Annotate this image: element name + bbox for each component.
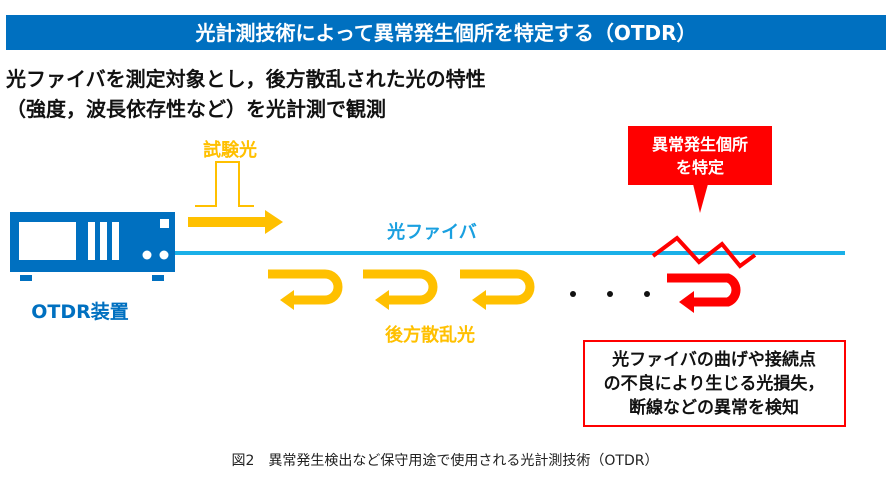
- note-line-1: 光ファイバの曲げや接続点: [611, 349, 816, 370]
- description-line-2: （強度，波長依存性など）を光計測で観測: [6, 97, 386, 121]
- test-light-label: 試験光: [203, 139, 257, 161]
- title-bar: [6, 15, 886, 50]
- backscatter-label: 後方散乱光: [385, 324, 475, 346]
- backscatter-arrow-1: [268, 269, 343, 305]
- figure-caption: 図2 異常発生検出など保守用途で使用される光計測技術（OTDR）: [232, 452, 659, 469]
- device-label: OTDR装置: [31, 300, 129, 323]
- reflection-arrow: [667, 273, 741, 307]
- callout-line-1: 異常発生個所: [652, 135, 748, 154]
- test-light-arrow: [188, 210, 283, 234]
- anomaly-zigzag-icon: [651, 235, 757, 269]
- title: 光計測技術によって異常発生個所を特定する（OTDR）: [194, 21, 696, 45]
- backscatter-arrow-2: [363, 269, 438, 305]
- otdr-device-icon: [10, 212, 175, 281]
- fiber-label: 光ファイバ: [386, 221, 477, 243]
- anomaly-callout: 異常発生個所 を特定: [628, 126, 772, 213]
- callout-line-2: を特定: [676, 158, 724, 177]
- backscatter-arrows: [268, 269, 535, 305]
- backscatter-arrow-3: [460, 269, 535, 305]
- description-line-1: 光ファイバを測定対象とし，後方散乱された光の特性: [5, 67, 486, 91]
- pulse-icon: [195, 161, 254, 207]
- note-line-2: の不良により生じる光損失，: [604, 373, 825, 394]
- detection-note-box: [583, 340, 846, 427]
- note-line-3: 断線などの異常を検知: [629, 397, 799, 418]
- ellipsis-dots: [570, 291, 650, 297]
